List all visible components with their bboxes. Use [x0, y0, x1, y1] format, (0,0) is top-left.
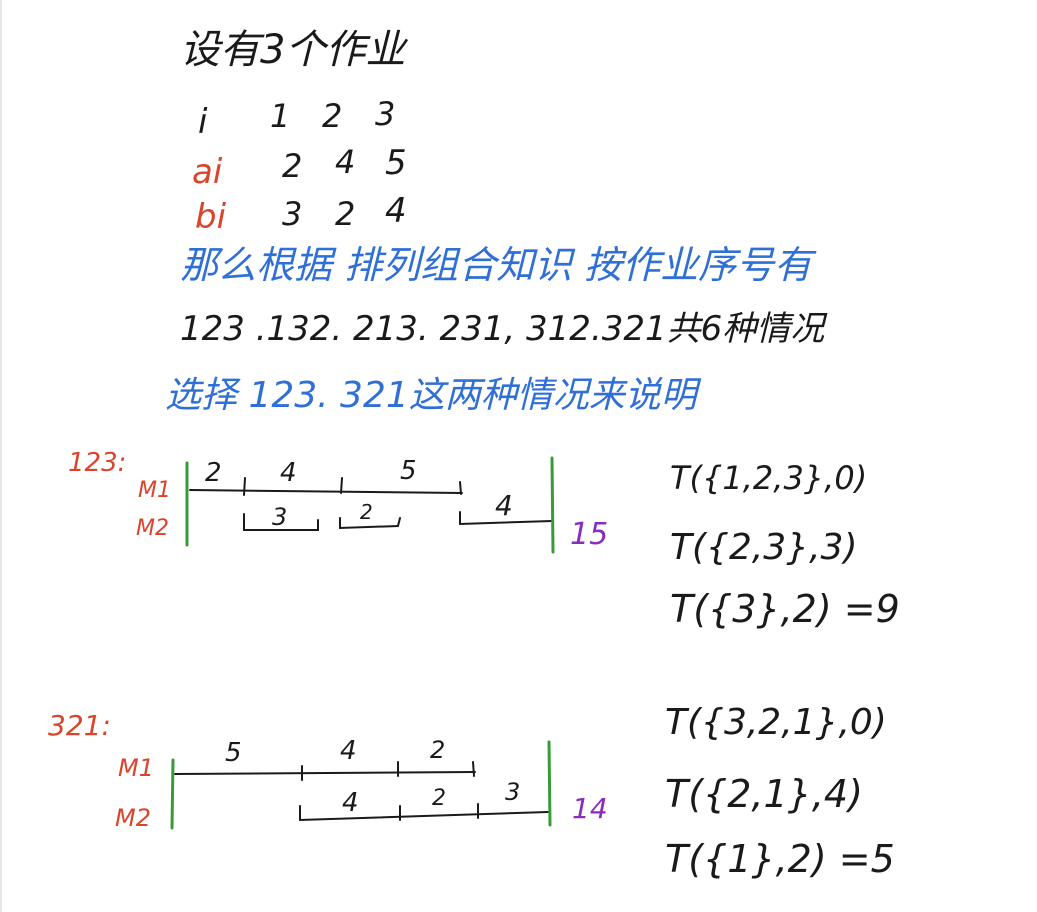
- case2-m2-seg-1: 4: [342, 788, 359, 818]
- case1-m2-label: M2: [136, 516, 169, 541]
- case1-m1-tick: [340, 477, 343, 494]
- case1-m1-seg-1: 2: [205, 458, 222, 488]
- case2-m1-seg-2: 4: [340, 736, 357, 766]
- case2-m1-tick: [472, 761, 475, 777]
- row-a-value-2: 4: [335, 143, 356, 181]
- row-b-value-2: 2: [335, 195, 356, 233]
- case2-t-line-2: T({2,1},4): [665, 772, 863, 816]
- case1-end-marker: [550, 456, 555, 554]
- row-a-value-1: 2: [282, 147, 303, 185]
- case1-m1-label: M1: [138, 478, 171, 503]
- case2-m2-seg-2: 2: [432, 786, 446, 811]
- case1-m2-bracket: [339, 517, 401, 530]
- row-a-label: ai: [192, 152, 223, 192]
- row-i-label: i: [198, 102, 208, 142]
- case1-t-line-2: T({2,3},3): [670, 527, 858, 568]
- case1-m2-bracket: [459, 511, 553, 526]
- row-i-value-3: 3: [375, 95, 396, 133]
- heading: 设有3个作业: [180, 27, 406, 73]
- case2-m1-label: M1: [118, 754, 154, 782]
- case1-m1-timeline: [189, 489, 463, 494]
- case1-m2-seg-3: 4: [495, 489, 513, 522]
- case1-m2-seg-2: 2: [360, 500, 373, 524]
- case2-t-line-3: T({1},2) =5: [665, 837, 895, 881]
- case2-m2-label: M2: [115, 804, 151, 832]
- case2-m1-seg-3: 2: [430, 736, 446, 764]
- case1-m1-tick: [459, 481, 462, 495]
- row-a-value-3: 5: [385, 143, 407, 183]
- row-i-value-1: 1: [270, 97, 291, 135]
- page-edge: [0, 0, 2, 912]
- case2-gantt: [170, 740, 552, 830]
- row-b-value-1: 3: [282, 195, 303, 233]
- case1-m1-seg-3: 5: [400, 456, 417, 486]
- case1-m1-tick: [243, 477, 246, 496]
- row-i-value-2: 2: [322, 97, 343, 135]
- case1-m2-bracket: [243, 513, 319, 531]
- case2-m2-timeline: [299, 805, 549, 822]
- case2-label: 321:: [48, 709, 111, 742]
- case1-t-line-1: T({1,2,3},0): [670, 459, 868, 497]
- note-combinatorics: 那么根据 排列组合知识 按作业序号有: [180, 243, 813, 287]
- case1-m1-seg-2: 4: [280, 458, 297, 488]
- case2-m1-seg-1: 5: [225, 738, 242, 768]
- case2-m1-timeline: [174, 771, 476, 775]
- case2-total: 14: [572, 792, 608, 825]
- row-b-value-3: 4: [385, 191, 407, 231]
- case1-t-line-3: T({3},2) =9: [670, 587, 900, 631]
- row-b-label: bi: [195, 197, 227, 237]
- case2-divider: [170, 758, 175, 830]
- case2-end-marker: [547, 740, 552, 827]
- case1-label: 123:: [68, 448, 127, 478]
- case1-gantt: [185, 456, 555, 554]
- case2-m2-seg-3: 3: [505, 778, 521, 806]
- case2-t-line-1: T({3,2,1},0): [665, 702, 887, 743]
- case1-total: 15: [570, 517, 609, 552]
- orders-list: 123 .132. 213. 231, 312.321共6种情况: [180, 309, 825, 349]
- case1-m2-seg-1: 3: [272, 503, 288, 531]
- choose-cases-note: 选择 123. 321这两种情况来说明: [165, 375, 697, 416]
